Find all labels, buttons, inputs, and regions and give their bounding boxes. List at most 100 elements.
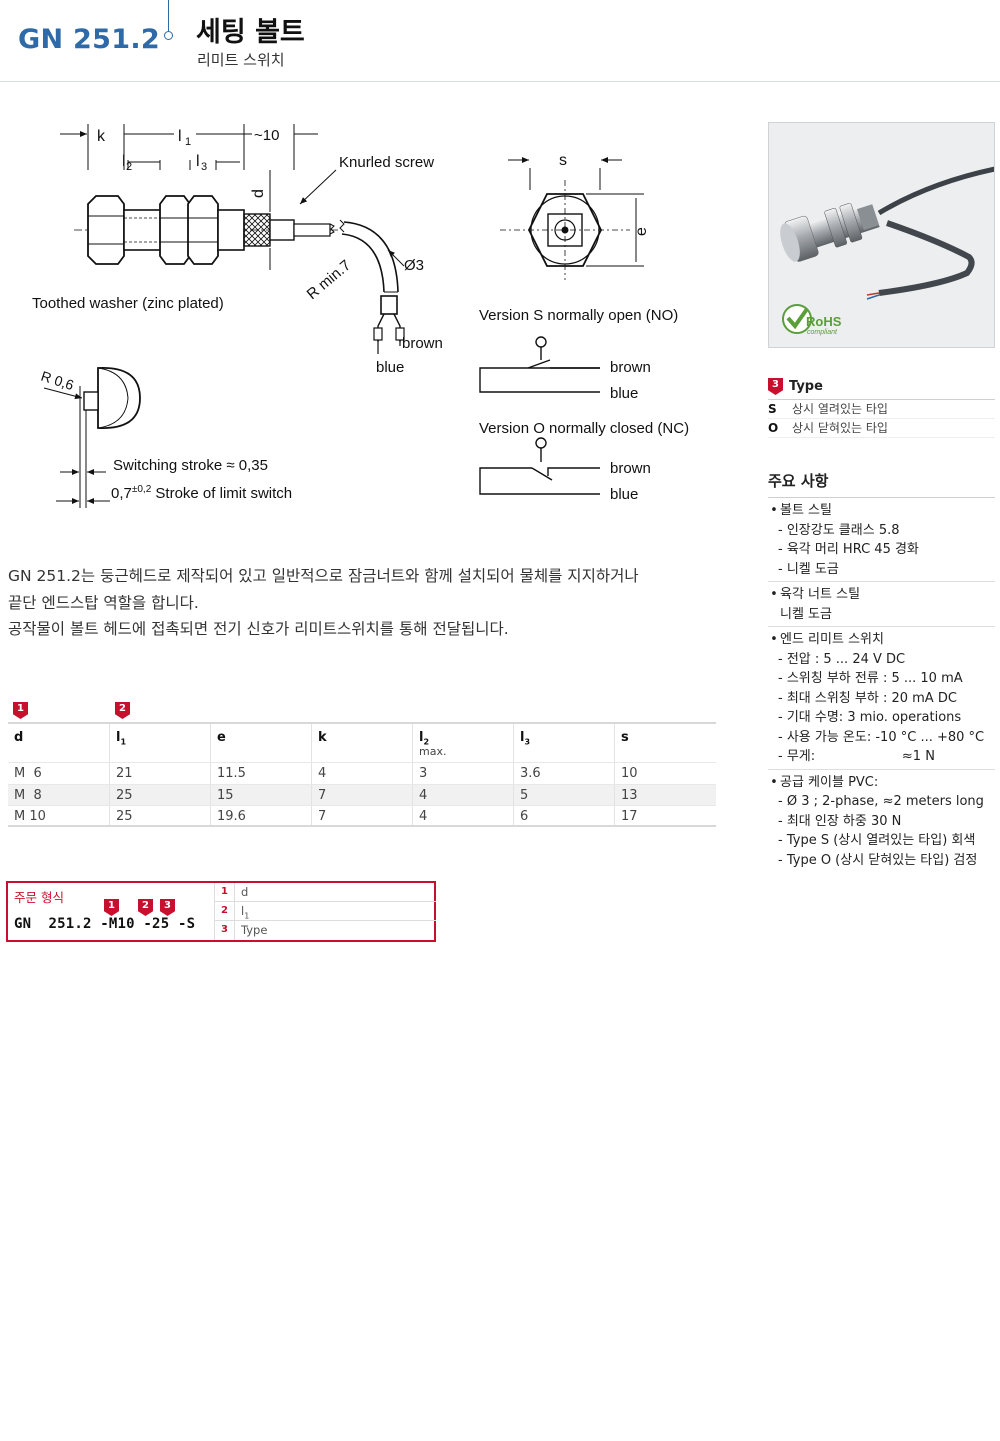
feature-subitem: 사용 가능 온도: -10 °C ... +80 °C — [768, 728, 995, 748]
order-legend-num: 1 — [215, 883, 235, 901]
type-row-s: S 상시 열려있는 타입 — [768, 400, 995, 419]
feature-group-cable: 공급 케이블 PVC: Ø 3 ; 2-phase, ≈2 meters lon… — [768, 770, 995, 873]
type-legend-label: Type — [789, 379, 823, 394]
feature-subitem: 기대 수명: 3 mio. operations — [768, 708, 995, 728]
cell-l1: 25 — [109, 806, 210, 825]
feature-subitem: 전압 : 5 ... 24 V DC — [768, 650, 995, 670]
feature-item: 육각 너트 스틸 — [768, 585, 995, 605]
order-badge-3: 3 — [160, 899, 175, 916]
col-header-l1: l1 — [109, 724, 210, 762]
label-dia-3: Ø3 — [404, 257, 424, 274]
feature-subitem: Type S (상시 열려있는 타입) 회색 — [768, 831, 995, 851]
feature-subitem: 육각 머리 HRC 45 경화 — [768, 540, 995, 560]
feature-group-nut: 육각 너트 스틸 니켈 도금 — [768, 582, 995, 627]
label-switching-stroke: Switching stroke ≈ 0,35 — [113, 457, 268, 474]
label-knurled-screw: Knurled screw — [339, 154, 434, 171]
technical-drawing: k l 1 ~10 l 2 l 3 d Knurled screw R min.… — [32, 124, 689, 508]
label-version-o: Version O normally closed (NC) — [479, 420, 689, 437]
product-photo-illustration: RoHS compliant — [769, 123, 994, 347]
cell-e: 11.5 — [210, 763, 311, 784]
label-stroke: 0,7±0,2 Stroke of limit switch — [111, 484, 292, 502]
description-line: 공작물이 볼트 헤드에 접촉되면 전기 신호가 리미트스위치를 통해 전달됩니다… — [8, 620, 509, 638]
label-version-s: Version S normally open (NO) — [479, 307, 678, 324]
type-desc: 상시 닫혀있는 타입 — [792, 421, 888, 435]
table-row: M 10 25 19.6 7 4 6 17 — [8, 805, 716, 827]
feature-item: 공급 케이블 PVC: — [768, 773, 995, 793]
feature-item: 볼트 스틸 — [768, 501, 995, 521]
feature-group-bolt: 볼트 스틸 인장강도 클래스 5.8 육각 머리 HRC 45 경화 니켈 도금 — [768, 498, 995, 582]
dimension-lines — [60, 124, 318, 270]
dim-l3-sub: 3 — [201, 161, 207, 173]
dim-l2: l — [122, 153, 126, 170]
cell-d: M 8 — [14, 787, 42, 803]
feature-subitem: 최대 인장 하중 30 N — [768, 812, 995, 832]
order-legend-num: 3 — [215, 921, 235, 940]
marker-badge-2: 2 — [115, 702, 130, 719]
col-header-d: d — [14, 730, 24, 745]
order-legend-text: l1 — [241, 904, 250, 921]
cell-s: 17 — [614, 806, 715, 825]
feature-subitem: 최대 스위칭 부하 : 20 mA DC — [768, 689, 995, 709]
feature-group-switch: 엔드 리미트 스위치 전압 : 5 ... 24 V DC 스위칭 부하 전류 … — [768, 627, 995, 770]
cell-d: M 10 — [14, 809, 46, 824]
col-header-e: e — [210, 724, 311, 762]
description-line: 끝단 엔드스탑 역할을 합니다. — [8, 593, 199, 612]
dim-l3: l — [196, 153, 200, 170]
bolt-side-view — [74, 169, 340, 265]
cell-k: 7 — [311, 806, 412, 825]
label-no-blue: blue — [610, 385, 638, 402]
dim-l1-sub: 1 — [185, 136, 191, 148]
cell-l1: 25 — [109, 784, 210, 805]
type-row-o: O 상시 닫혀있는 타입 — [768, 419, 995, 438]
order-legend-row: 1 d — [215, 883, 436, 902]
label-cable-blue: blue — [376, 359, 404, 376]
cell-k: 4 — [311, 763, 412, 784]
cell-s: 13 — [614, 784, 715, 805]
rohs-logo: RoHS compliant — [782, 304, 842, 336]
cell-l2: 4 — [412, 806, 513, 825]
features-title: 주요 사항 — [768, 470, 995, 498]
rohs-text: RoHS — [806, 314, 842, 329]
cell-e: 15 — [210, 784, 311, 805]
order-badge-1: 1 — [104, 899, 119, 916]
product-description: GN 251.2는 둥근헤드로 제작되어 있고 일반적으로 잠금너트와 함께 설… — [8, 563, 748, 643]
order-format-title: 주문 형식 — [14, 890, 64, 905]
cell-l2: 3 — [412, 763, 513, 784]
feature-subitem: 무게: ≈1 N — [768, 747, 995, 767]
label-no-brown: brown — [610, 359, 651, 376]
label-nc-brown: brown — [610, 460, 651, 477]
table-row: M 6 21 11.5 4 3 3.6 10 — [8, 762, 716, 784]
dim-e: e — [633, 227, 650, 236]
features-section: 주요 사항 볼트 스틸 인장강도 클래스 5.8 육각 머리 HRC 45 경화… — [768, 470, 995, 872]
label-toothed-washer: Toothed washer (zinc plated) — [32, 295, 224, 312]
feature-subitem: 니켈 도금 — [780, 606, 832, 622]
cell-e: 19.6 — [210, 806, 311, 825]
dim-l2-sub: 2 — [126, 161, 132, 173]
col-header-k: k — [311, 724, 412, 762]
page-header: GN 251.2 세팅 볼트 리미트 스위치 — [0, 0, 1000, 82]
feature-subitem: Type O (상시 닫혀있는 타입) 검정 — [768, 851, 995, 871]
order-legend-row: 3 Type — [215, 921, 436, 940]
page-subtitle: 리미트 스위치 — [197, 51, 285, 69]
cell-l2: 4 — [412, 784, 513, 805]
order-legend-row: 2 l1 — [215, 902, 436, 921]
type-key: O — [768, 421, 779, 435]
table-column-markers: 1 2 — [8, 702, 716, 722]
header-divider-dot — [164, 31, 173, 40]
dim-s: s — [559, 152, 567, 169]
col-header-l3: l3 — [513, 724, 614, 762]
cell-l3: 6 — [513, 806, 614, 825]
head-detail — [43, 367, 141, 508]
label-r06: R 0,6 — [39, 368, 76, 394]
order-legend-text: d — [241, 885, 249, 899]
feature-item: 엔드 리미트 스위치 — [768, 630, 995, 650]
type-key: S — [768, 402, 777, 416]
order-legend-num: 2 — [215, 902, 235, 920]
col-header-s: s — [614, 724, 715, 762]
feature-subitem: 스위칭 부하 전류 : 5 ... 10 mA — [768, 669, 995, 689]
product-code: GN 251.2 — [18, 24, 160, 55]
